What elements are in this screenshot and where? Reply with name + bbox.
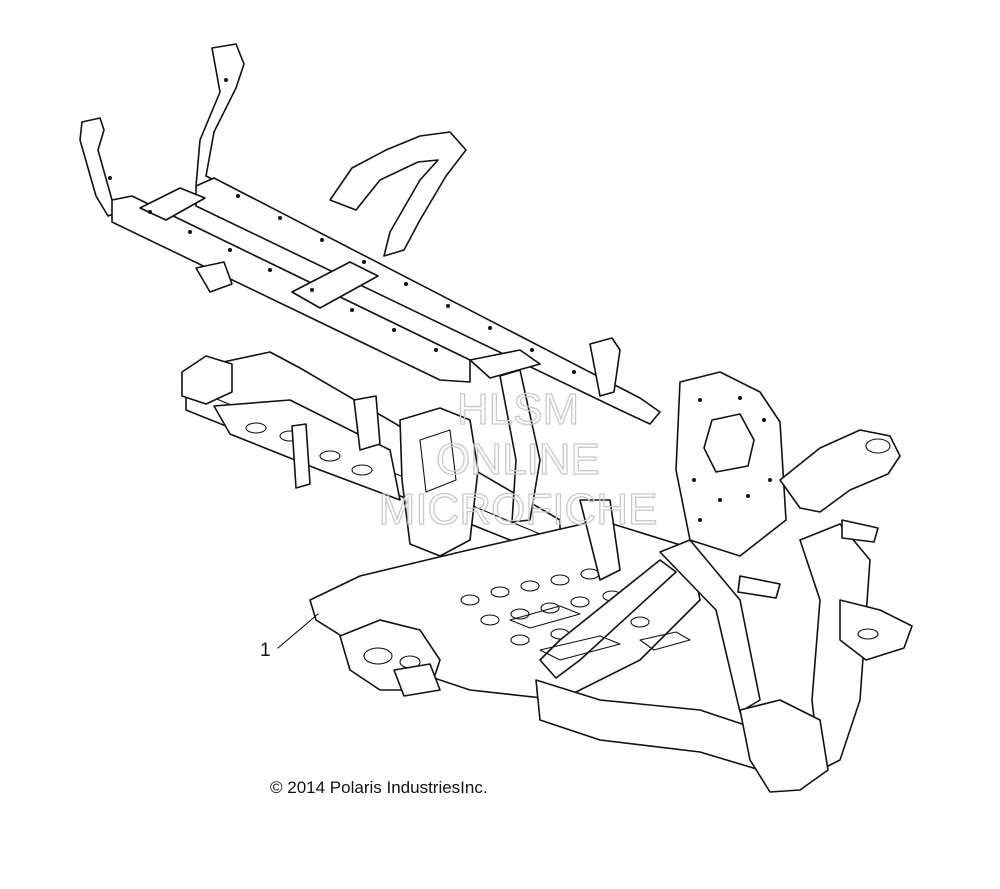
main-frame bbox=[181, 351, 913, 793]
watermark-line-1: HLSM bbox=[457, 385, 579, 434]
watermark-line-3: MICROFICHE bbox=[379, 485, 658, 534]
callout-number: 1 bbox=[260, 640, 271, 661]
upper-rail-assembly bbox=[79, 43, 661, 425]
callout-leader-line bbox=[277, 613, 319, 649]
rail-holes bbox=[108, 78, 576, 374]
watermark: HLSM ONLINE MICROFICHE bbox=[378, 384, 658, 534]
copyright-notice: © 2014 Polaris IndustriesInc. bbox=[270, 778, 488, 797]
plate-holes bbox=[692, 396, 772, 522]
watermark-line-2: ONLINE bbox=[436, 435, 600, 484]
callout-1: 1 bbox=[260, 613, 319, 661]
